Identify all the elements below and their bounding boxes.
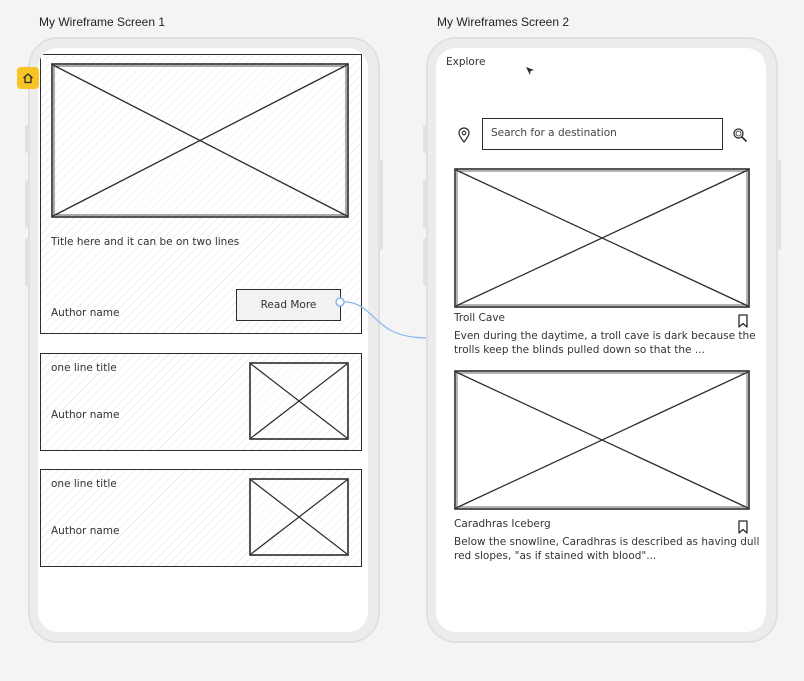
card-description-line: red slopes, "as if stained with blood"..… xyxy=(454,550,657,562)
card-description-line: Even during the daytime, a troll cave is… xyxy=(454,330,756,342)
phone2-side-button xyxy=(777,160,781,250)
read-more-label: Read More xyxy=(260,299,317,311)
list-card-author: Author name xyxy=(51,525,120,537)
card-description-line: Below the snowline, Caradhras is describ… xyxy=(454,536,760,548)
home-icon xyxy=(23,73,33,84)
bookmark-icon[interactable] xyxy=(737,314,749,328)
card-title: Caradhras Iceberg xyxy=(454,518,551,530)
phone1-side-button xyxy=(25,238,29,286)
phone1-side-button xyxy=(25,180,29,228)
list-card-author: Author name xyxy=(51,409,120,421)
screen-2: Explore Search for a destination Troll C… xyxy=(436,48,766,632)
hero-card-title: Title here and it can be on two lines xyxy=(51,236,240,248)
card-description-line: trolls keep the blinds pulled down so th… xyxy=(454,344,705,356)
card-image-placeholder[interactable] xyxy=(454,370,750,510)
list-card-title: one line title xyxy=(51,362,117,374)
cursor-icon xyxy=(526,67,534,75)
search-icon[interactable] xyxy=(732,127,748,143)
screen1-frame-label: My Wireframe Screen 1 xyxy=(39,15,166,29)
list-card[interactable]: one line title Author name xyxy=(40,469,362,567)
thumbnail-placeholder xyxy=(249,362,349,440)
phone1-side-button xyxy=(379,160,383,250)
phone1-side-button xyxy=(25,125,29,153)
read-more-button[interactable]: Read More xyxy=(236,289,341,321)
home-badge[interactable] xyxy=(17,67,39,89)
screen2-frame-label: My Wireframes Screen 2 xyxy=(437,15,570,29)
hero-card-author: Author name xyxy=(51,307,120,319)
hero-card[interactable]: Title here and it can be on two lines Au… xyxy=(40,54,362,334)
phone2-side-button xyxy=(423,180,427,228)
explore-title: Explore xyxy=(446,56,486,68)
card-title: Troll Cave xyxy=(454,312,505,324)
search-placeholder: Search for a destination xyxy=(491,127,617,139)
image-placeholder xyxy=(51,63,349,218)
phone2-side-button xyxy=(423,238,427,286)
list-card[interactable]: one line title Author name xyxy=(40,353,362,451)
search-input[interactable]: Search for a destination xyxy=(482,118,723,150)
location-pin-icon[interactable] xyxy=(457,127,471,143)
phone2-side-button xyxy=(423,125,427,153)
thumbnail-placeholder xyxy=(249,478,349,556)
bookmark-icon[interactable] xyxy=(737,520,749,534)
card-image-placeholder[interactable] xyxy=(454,168,750,308)
list-card-title: one line title xyxy=(51,478,117,490)
screen-1: Title here and it can be on two lines Au… xyxy=(38,48,368,632)
